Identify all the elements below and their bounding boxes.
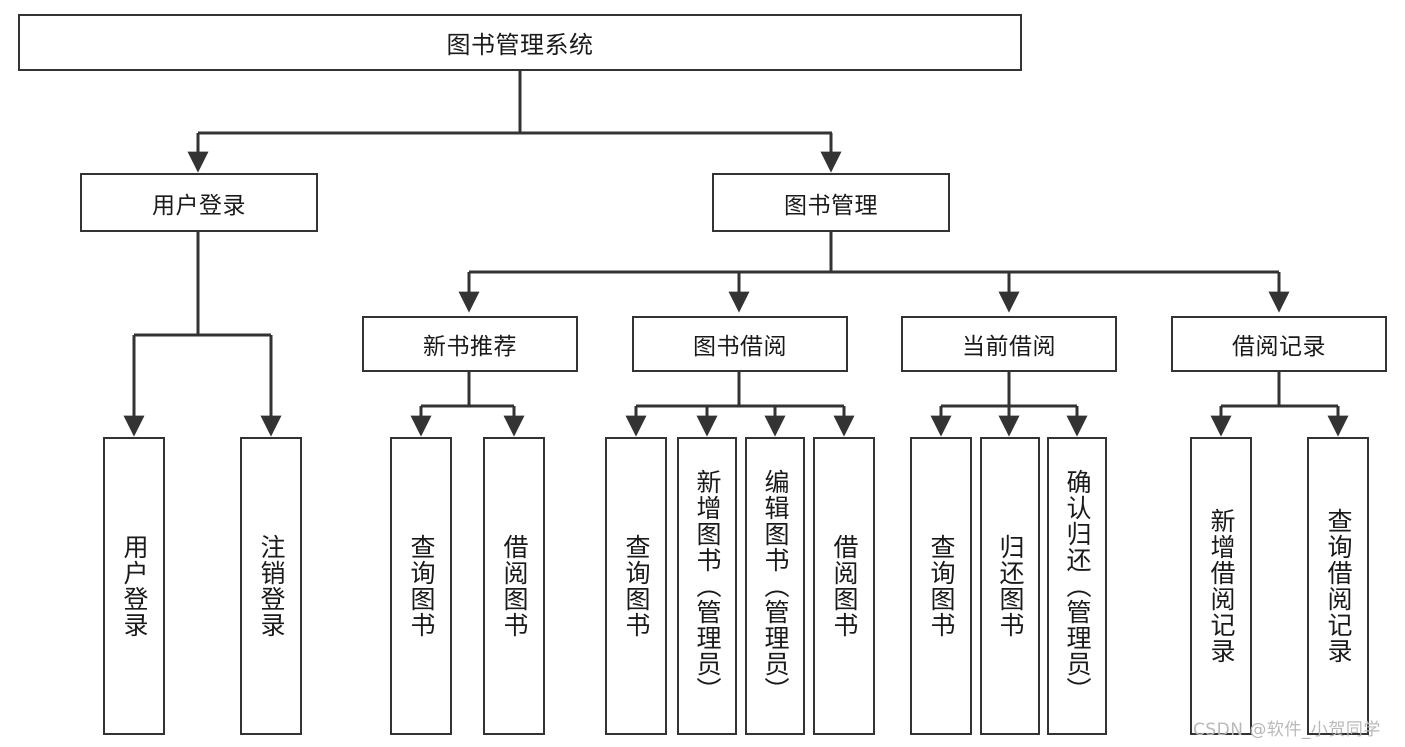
node-leaf-borrow-book[interactable]: 借阅图书 (813, 437, 875, 735)
node-leaf-borrow-book-rec-label: 借阅图书 (500, 534, 529, 638)
node-borrow-record[interactable]: 借阅记录 (1171, 316, 1387, 372)
node-leaf-query-book-current-label: 查询图书 (927, 534, 956, 638)
node-leaf-logout-login-label: 注销登录 (257, 534, 286, 638)
node-current-borrow[interactable]: 当前借阅 (901, 316, 1117, 372)
node-leaf-query-record-label: 查询借阅记录 (1324, 508, 1353, 664)
watermark-text: CSDN @软件_小贺同学 (1193, 720, 1381, 740)
node-book-manage-label: 图书管理 (784, 192, 878, 219)
node-new-book-rec-label: 新书推荐 (423, 334, 517, 360)
node-leaf-query-book-rec[interactable]: 查询图书 (390, 437, 452, 735)
node-leaf-return-book[interactable]: 归还图书 (980, 437, 1040, 735)
node-leaf-query-book-borrow[interactable]: 查询图书 (605, 437, 667, 735)
node-root[interactable]: 图书管理系统 (18, 14, 1022, 71)
node-leaf-logout-login[interactable]: 注销登录 (240, 437, 302, 735)
node-leaf-edit-book-label: 编辑图书（管理员） (761, 469, 790, 703)
node-leaf-user-login[interactable]: 用户登录 (103, 437, 165, 735)
node-leaf-confirm-return-label: 确认归还（管理员） (1063, 469, 1092, 703)
node-user-login-label: 用户登录 (152, 192, 246, 219)
node-current-borrow-label: 当前借阅 (962, 334, 1056, 360)
node-borrow-record-label: 借阅记录 (1232, 334, 1326, 360)
node-book-borrow-label: 图书借阅 (693, 334, 787, 360)
node-leaf-edit-book[interactable]: 编辑图书（管理员） (745, 437, 805, 735)
node-leaf-add-record-label: 新增借阅记录 (1207, 508, 1236, 664)
node-leaf-add-book-label: 新增图书（管理员） (693, 469, 722, 703)
node-leaf-borrow-book-label: 借阅图书 (830, 534, 859, 638)
node-leaf-query-book-current[interactable]: 查询图书 (910, 437, 972, 735)
node-book-borrow[interactable]: 图书借阅 (632, 316, 848, 372)
node-leaf-add-record[interactable]: 新增借阅记录 (1190, 437, 1252, 735)
node-book-manage[interactable]: 图书管理 (712, 173, 950, 232)
node-user-login[interactable]: 用户登录 (80, 173, 318, 232)
node-new-book-rec[interactable]: 新书推荐 (362, 316, 578, 372)
node-leaf-user-login-label: 用户登录 (120, 534, 149, 638)
node-leaf-confirm-return[interactable]: 确认归还（管理员） (1047, 437, 1107, 735)
node-leaf-add-book[interactable]: 新增图书（管理员） (677, 437, 737, 735)
node-leaf-query-record[interactable]: 查询借阅记录 (1307, 437, 1369, 735)
node-leaf-return-book-label: 归还图书 (996, 534, 1025, 638)
node-root-label: 图书管理系统 (446, 31, 594, 59)
node-leaf-borrow-book-rec[interactable]: 借阅图书 (483, 437, 545, 735)
node-leaf-query-book-borrow-label: 查询图书 (622, 534, 651, 638)
node-leaf-query-book-rec-label: 查询图书 (407, 534, 436, 638)
